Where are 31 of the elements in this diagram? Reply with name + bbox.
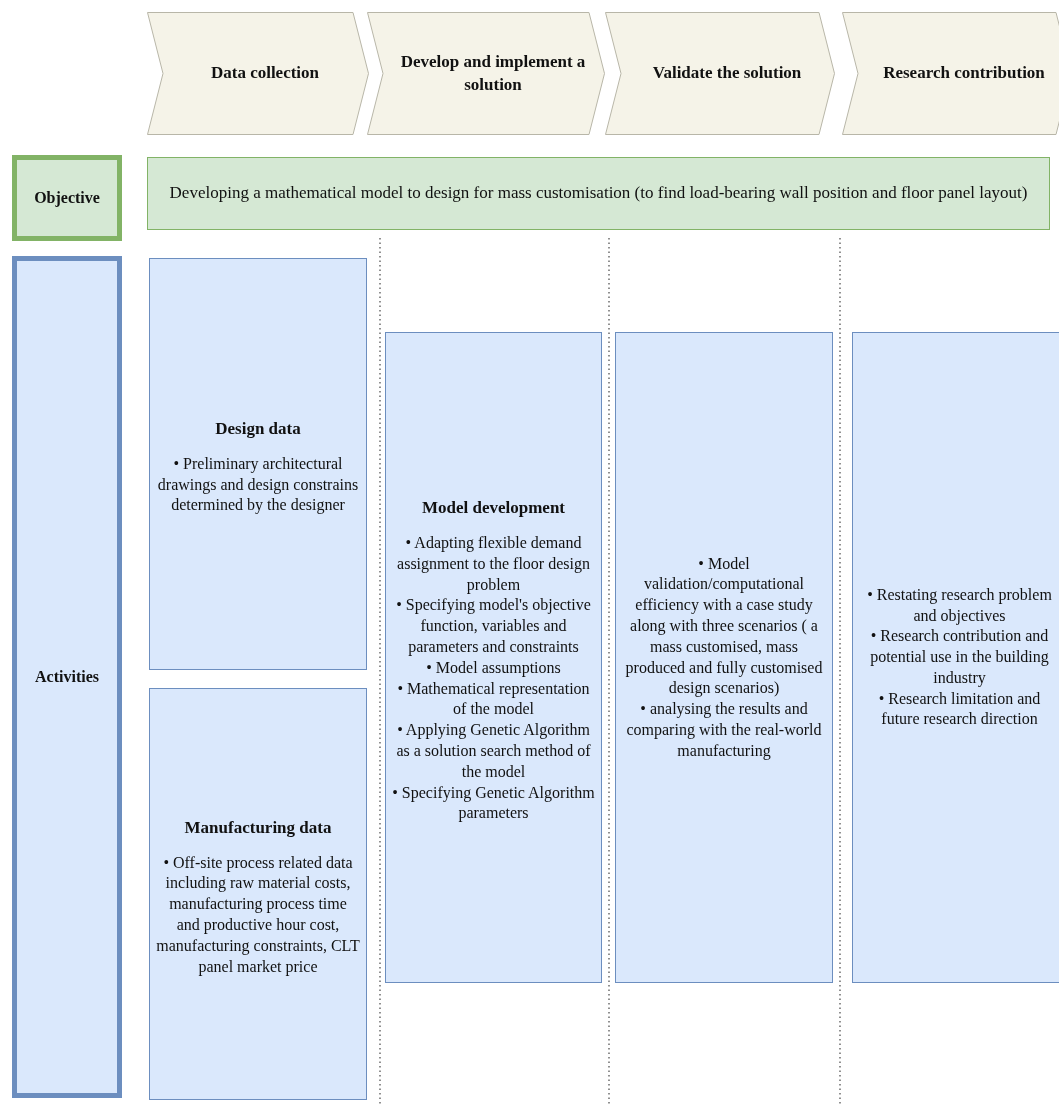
- bullet-item: • Research limitation and future research direction: [877, 688, 1042, 730]
- bullet-item: • Specifying Genetic Algorithm parameters: [392, 782, 595, 824]
- bullet-item: • Mathematical representation of the model: [396, 678, 591, 720]
- box-heading: Design data: [215, 417, 301, 440]
- bullet-item: • Applying Genetic Algorithm as a solution search method of the model: [395, 720, 592, 782]
- step-title: Data collection: [210, 62, 320, 85]
- row-label: Objective: [34, 187, 100, 209]
- row-header-box: [12, 155, 122, 241]
- objective-text: Developing a mathematical model to design for mass customisation (to find load-bearing wall position and floor panel layout): [168, 182, 1029, 205]
- bullet-item: • Restating research problem and objectives: [866, 584, 1053, 627]
- activity-box: [852, 332, 1059, 983]
- activity-box: [615, 332, 833, 983]
- activity-box: [149, 688, 367, 1100]
- box-heading: Manufacturing data: [184, 816, 332, 839]
- bullet-item: • Model assumptions: [425, 657, 562, 679]
- bullet-item: • Research contribution and potential use in the building industry: [869, 626, 1050, 689]
- bullet-item: • Model validation/computational efficiency with a case study along with three scenarios ( a mass customised, mass produced and fully customised design scenarios): [624, 553, 824, 699]
- objective-box: [147, 157, 1050, 230]
- bullet-item: • Specifying model's objective function, variables and parameters and constraints: [395, 595, 592, 658]
- activity-box: [149, 258, 367, 670]
- box-heading: Model development: [421, 496, 566, 519]
- activity-box: [385, 332, 602, 983]
- bullet-item: • Adapting flexible demand assignment to the floor design problem: [396, 532, 591, 596]
- step-title: Research contribution: [883, 62, 1045, 85]
- row-header-box: [12, 256, 122, 1098]
- bullet-item: • Preliminary architectural drawings and design constrains determined by the designer: [156, 453, 360, 516]
- step-title: Develop and implement a solution: [399, 51, 587, 96]
- bullet-item: • Off-site process related data including raw material costs, manufacturing process time and productive hour cost, manufacturing constraints, CLT panel market price: [156, 852, 360, 978]
- row-label: Activities: [35, 666, 99, 687]
- bullet-item: • analysing the results and comparing with the real-world manufacturing: [625, 699, 823, 762]
- step-title: Validate the solution: [652, 62, 802, 85]
